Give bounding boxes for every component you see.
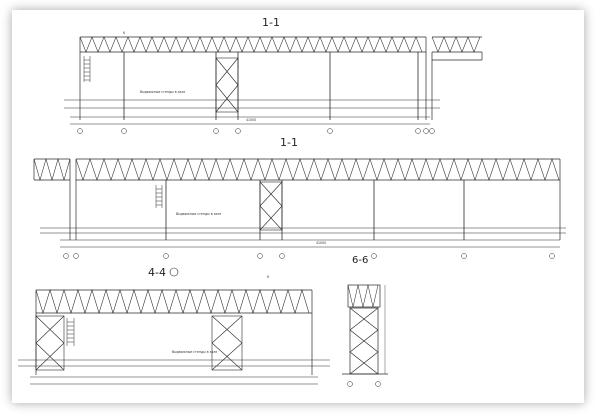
top-extension (431, 36, 483, 120)
top-bracing (215, 57, 239, 113)
bottom-left-truss-web (35, 289, 310, 314)
middle-gridlines (63, 253, 555, 259)
middle-columns (165, 180, 465, 240)
top-truss (79, 36, 427, 120)
top-truss-web (79, 36, 423, 53)
section-top-title: 1-1 (262, 16, 280, 29)
bottom-right-frame (342, 284, 388, 375)
bottom-right-web (347, 284, 379, 308)
middle-floor (40, 227, 566, 248)
top-floor (64, 99, 440, 125)
bottom-right-gridlines (347, 381, 381, 387)
middle-bracing (259, 181, 283, 231)
bottom-left-ladder (66, 318, 75, 346)
top-extension-web (431, 36, 481, 53)
section-bottom-right: 6-6 (342, 255, 388, 387)
top-overall-dim: 41000 (246, 118, 256, 122)
section-middle-title: 1-1 (280, 136, 298, 149)
section-bottom-left: 4-4 (18, 266, 330, 385)
bottom-left-floor (18, 359, 330, 385)
middle-truss-web (75, 158, 560, 181)
top-ladder (83, 56, 91, 82)
top-gridlines (77, 128, 435, 134)
section-top: 1-1 (64, 16, 483, 134)
middle-extension-web (33, 157, 71, 182)
top-dim-note: Выдвижные стенды в зале (140, 90, 185, 94)
middle-dim-note: Выдвижные стенды в зале (176, 212, 221, 216)
bottom-left-truss (35, 289, 313, 375)
drawing-sheet (12, 10, 584, 403)
section-bottom-left-title: 4-4 (148, 266, 166, 279)
section-bottom-right-title: 6-6 (352, 255, 368, 266)
bottom-left-dim-note: Выдвижные стенды в зале (172, 350, 217, 354)
bottom-left-bracing (35, 315, 243, 371)
section-middle: 1-1 (33, 136, 566, 259)
top-marker: 6 (123, 31, 125, 35)
middle-overall-dim: 41000 (316, 241, 326, 245)
middle-ladder (155, 185, 163, 208)
bottom-left-title-circle (169, 267, 179, 277)
top-columns (123, 52, 419, 120)
bottom-left-marker: 6 (267, 275, 269, 279)
